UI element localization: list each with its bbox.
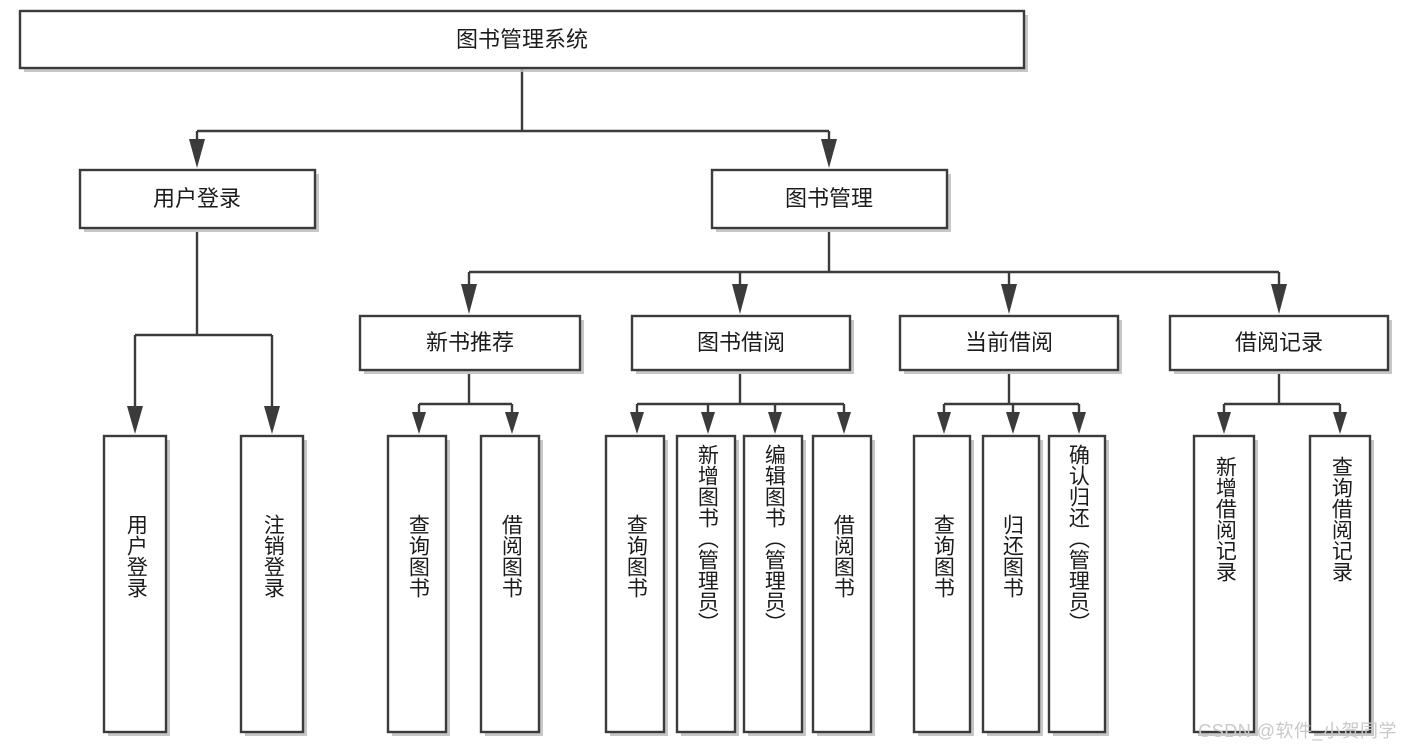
node-borrow-record[interactable]: 借阅记录 [1168, 314, 1392, 374]
arrow-borrowrec-l2 [1333, 412, 1347, 434]
leaf-add-book-label-wrap: 新增图书（管理员） [677, 436, 735, 732]
node-root[interactable]: 图书管理系统 [18, 9, 1028, 72]
user-login-box[interactable] [78, 168, 317, 230]
leaf-query-record-label-wrap: 查询借阅记录 [1310, 436, 1370, 732]
leaf-borrow-book-2-box[interactable] [811, 434, 873, 734]
leaf-borrow-book-2-label-wrap: 借阅图书 [813, 436, 871, 732]
arrow-userlogin-l1 [127, 406, 143, 434]
node-leaf-query-book-3[interactable] [912, 434, 974, 736]
leaf-logout-label: 注销登录 [261, 514, 285, 598]
leaf-user-login-label-wrap: 用户登录 [104, 436, 166, 732]
arrow-bookborrow-l1 [630, 412, 644, 434]
arrow-newbook-l1 [412, 412, 426, 434]
node-leaf-query-book-1[interactable] [386, 434, 450, 736]
user-login-label: 用户登录 [153, 186, 241, 211]
node-book-borrow[interactable]: 图书借阅 [630, 314, 854, 374]
leaf-query-book-2-label: 查询图书 [624, 514, 648, 598]
arrow-borrowrec-l1 [1217, 412, 1231, 434]
node-leaf-add-record[interactable] [1192, 434, 1258, 736]
leaf-edit-book-box[interactable] [742, 434, 804, 734]
leaf-user-login-label: 用户登录 [124, 514, 148, 598]
watermark: CSDN @软件_小贺同学 [1198, 721, 1397, 741]
new-book-rec-label: 新书推荐 [426, 330, 514, 355]
book-manage-box[interactable] [710, 168, 949, 230]
node-leaf-confirm-return[interactable] [1047, 434, 1109, 736]
leaf-add-book-label: 新增图书（管理员） [695, 444, 719, 633]
leaf-borrow-book-1-box[interactable] [479, 434, 541, 734]
new-book-rec-box[interactable] [358, 314, 582, 372]
leaf-query-book-2-box[interactable] [604, 434, 666, 734]
leaf-borrow-book-2-label: 借阅图书 [831, 514, 855, 598]
node-leaf-edit-book[interactable] [742, 434, 806, 736]
leaf-add-book-box[interactable] [675, 434, 737, 734]
leaf-return-book-box[interactable] [981, 434, 1041, 734]
node-leaf-query-book-2[interactable] [604, 434, 668, 736]
leaf-boxes-layer [102, 434, 1374, 736]
leaf-query-book-2-label-wrap: 查询图书 [606, 436, 664, 732]
node-current-borrow[interactable]: 当前借阅 [898, 314, 1122, 374]
arrow-bookborrow-l2 [701, 412, 715, 434]
node-leaf-return-book[interactable] [981, 434, 1043, 736]
arrow-bookmanage-c4 [1271, 284, 1287, 314]
node-leaf-add-book[interactable] [675, 434, 739, 736]
leaf-query-book-1-label-wrap: 查询图书 [388, 436, 446, 732]
leaf-query-book-1-box[interactable] [386, 434, 448, 734]
leaf-query-book-3-label: 查询图书 [931, 514, 955, 598]
arrow-bookmanage-c1 [461, 284, 477, 314]
current-borrow-box[interactable] [898, 314, 1120, 372]
root-box[interactable] [18, 9, 1026, 70]
node-new-book-rec[interactable]: 新书推荐 [358, 314, 584, 374]
node-user-login[interactable]: 用户登录 [78, 168, 319, 232]
leaf-confirm-return-box[interactable] [1047, 434, 1107, 734]
arrow-bookborrow-l4 [837, 412, 851, 434]
book-manage-label: 图书管理 [785, 186, 873, 211]
leaf-logout-label-wrap: 注销登录 [241, 436, 303, 732]
node-book-manage[interactable]: 图书管理 [710, 168, 951, 232]
arrow-root-userlogin [189, 139, 205, 168]
edges-layer [127, 68, 1347, 434]
leaf-edit-book-label: 编辑图书（管理员） [762, 444, 786, 633]
leaf-query-book-1-label: 查询图书 [406, 514, 430, 598]
arrow-bookborrow-l3 [768, 412, 782, 434]
arrow-bookmanage-c3 [1001, 284, 1017, 314]
leaf-logout-box[interactable] [239, 434, 305, 734]
leaf-user-login-box[interactable] [102, 434, 168, 734]
leaf-return-book-label: 归还图书 [1000, 514, 1024, 598]
leaf-add-record-label-wrap: 新增借阅记录 [1194, 436, 1254, 732]
arrow-bookmanage-c2 [732, 284, 748, 314]
node-leaf-borrow-book-2[interactable] [811, 434, 875, 736]
leaf-query-record-box[interactable] [1308, 434, 1372, 734]
leaf-borrow-book-1-label-wrap: 借阅图书 [481, 436, 539, 732]
book-borrow-label: 图书借阅 [697, 330, 785, 355]
arrow-userlogin-l2 [264, 406, 280, 434]
borrow-record-label: 借阅记录 [1235, 330, 1323, 355]
leaf-add-record-label: 新增借阅记录 [1213, 456, 1237, 582]
leaf-confirm-return-label: 确认归还（管理员） [1066, 444, 1090, 633]
leaf-borrow-book-1-label: 借阅图书 [499, 514, 523, 598]
current-borrow-label: 当前借阅 [965, 330, 1053, 355]
leaf-edit-book-label-wrap: 编辑图书（管理员） [744, 436, 802, 732]
book-borrow-box[interactable] [630, 314, 852, 372]
arrow-newbook-l2 [505, 412, 519, 434]
arrow-curborrow-l3 [1072, 412, 1086, 434]
arrow-curborrow-l2 [1006, 412, 1020, 434]
arrow-root-bookmanage [821, 139, 837, 168]
leaf-query-record-label: 查询借阅记录 [1329, 456, 1353, 582]
node-leaf-logout[interactable] [239, 434, 307, 736]
leaf-query-book-3-label-wrap: 查询图书 [914, 436, 970, 732]
root-label: 图书管理系统 [456, 27, 588, 52]
node-leaf-query-record[interactable] [1308, 434, 1374, 736]
leaf-add-record-box[interactable] [1192, 434, 1256, 734]
leaf-confirm-return-label-wrap: 确认归还（管理员） [1049, 436, 1105, 732]
node-leaf-borrow-book-1[interactable] [479, 434, 543, 736]
leaf-query-book-3-box[interactable] [912, 434, 972, 734]
borrow-record-box[interactable] [1168, 314, 1390, 372]
leaf-return-book-label-wrap: 归还图书 [983, 436, 1039, 732]
arrow-curborrow-l1 [937, 412, 951, 434]
node-leaf-user-login[interactable] [102, 434, 170, 736]
